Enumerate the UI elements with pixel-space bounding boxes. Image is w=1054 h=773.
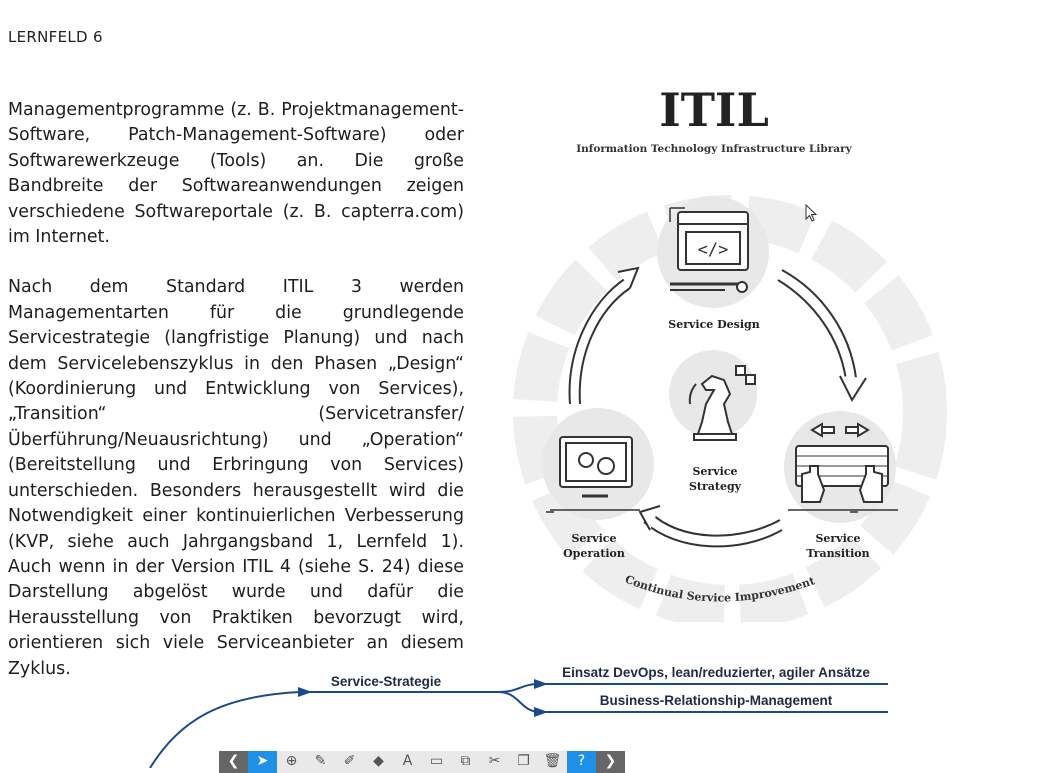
zoom-icon[interactable]: ⊕ <box>285 753 298 769</box>
itil-figure: ITIL Information Technology Infrastructu… <box>510 82 950 622</box>
prev-icon[interactable]: ❮ <box>219 751 248 773</box>
help-icon[interactable]: ? <box>567 751 596 773</box>
decorative-marks <box>546 207 858 513</box>
itil-subtitle: Information Technology Infrastructure Li… <box>576 143 852 155</box>
service-operation-label-1: Service <box>571 532 616 545</box>
annotation-toolbar: ❮ ➤ ⊕ ✎ ✐ ◆ A ▭ ⧉ ✂ ❐ 🗑 ? ❯ <box>219 751 625 773</box>
keyboard-hands-icon <box>788 422 898 511</box>
body-paragraph-2: Nach dem Standard ITIL 3 werden Manageme… <box>8 277 464 679</box>
service-operation-label-2: Operation <box>563 547 625 560</box>
service-strategy-label-1: Service <box>692 465 737 478</box>
body-paragraph-1: Managementprogramme (z. B. Projektmanage… <box>8 100 464 248</box>
monitor-gears-icon <box>550 436 640 511</box>
edit-frame-icon[interactable]: ⧉ <box>460 753 471 769</box>
cycle-arrows <box>568 266 867 548</box>
service-strategy-diagram: Service-Strategie Einsatz DevOps, lean/r… <box>120 650 920 768</box>
body-text-column: Managementprogramme (z. B. Projektmanage… <box>8 98 464 707</box>
service-strategy-label-2: Strategy <box>689 480 742 493</box>
screen-icon[interactable]: ▭ <box>429 753 444 769</box>
chess-knight-icon <box>688 365 756 441</box>
mouse-cursor-icon <box>805 204 818 222</box>
service-design-label: Service Design <box>668 318 759 331</box>
service-transition-label-1: Service <box>815 532 860 545</box>
code-window-icon: </> <box>670 211 749 293</box>
eraser-icon[interactable]: ◆ <box>373 753 384 769</box>
text-box-icon[interactable]: A <box>402 753 413 769</box>
branch-1-label: Einsatz DevOps, lean/reduzierter, agiler… <box>562 665 870 680</box>
copy-icon[interactable]: ❐ <box>517 753 530 769</box>
service-strategie-label: Service-Strategie <box>331 674 442 689</box>
next-icon[interactable]: ❯ <box>596 751 625 773</box>
chapter-header: LERNFELD 6 <box>8 28 103 46</box>
branch-2-label: Business-Relationship-Management <box>600 693 833 708</box>
scissors-icon[interactable]: ✂ <box>488 753 501 769</box>
svg-text:</>: </> <box>698 240 729 260</box>
trash-icon[interactable]: 🗑 <box>543 753 562 769</box>
incoming-curve <box>149 691 301 768</box>
service-transition-label-2: Transition <box>806 547 869 560</box>
highlighter-icon[interactable]: ✐ <box>343 753 356 769</box>
itil-title: ITIL <box>659 83 769 137</box>
pointer-icon[interactable]: ➤ <box>248 751 277 773</box>
pen-icon[interactable]: ✎ <box>314 753 327 769</box>
